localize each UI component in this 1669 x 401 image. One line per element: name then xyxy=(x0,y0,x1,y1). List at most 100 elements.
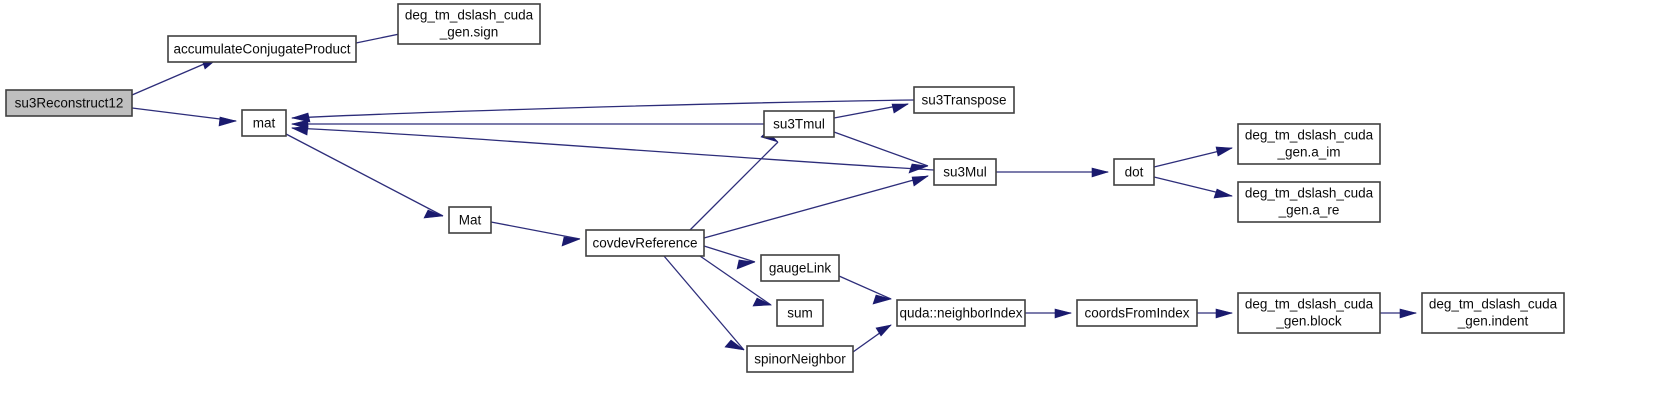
edge-quda_neighborIndex-to-coordsFromIndex xyxy=(1025,308,1073,319)
arrowhead-icon xyxy=(1091,167,1110,178)
nodes-layer: su3Reconstruct12 accumulateConjugateProdu… xyxy=(5,3,1565,373)
node-box[interactable] xyxy=(585,229,705,257)
edge-coordsFromIndex-to-deg_block xyxy=(1197,308,1234,319)
edge-line xyxy=(833,131,929,167)
edge-gaugeLink-to-quda_neighborIndex xyxy=(838,275,893,305)
node-quda_neighborIndex[interactable]: quda::neighborIndex xyxy=(896,299,1026,327)
node-su3Tmul[interactable]: su3Tmul xyxy=(763,110,835,138)
node-box[interactable] xyxy=(933,158,997,186)
edge-covdevReference-to-su3Mul xyxy=(703,175,930,239)
node-box[interactable] xyxy=(896,299,1026,327)
node-box[interactable] xyxy=(913,86,1015,114)
node-label: su3Mul xyxy=(943,165,987,180)
node-box[interactable] xyxy=(1113,158,1155,186)
node-spinorNeighbor[interactable]: spinorNeighbor xyxy=(746,345,854,373)
arrowhead-icon xyxy=(561,236,581,247)
node-label: deg_tm_dslash_cuda xyxy=(405,8,534,23)
arrowhead-icon xyxy=(1054,308,1073,319)
arrowhead-icon xyxy=(908,163,929,174)
node-box[interactable] xyxy=(763,110,835,138)
node-deg_block[interactable]: deg_tm_dslash_cuda_gen.block xyxy=(1237,292,1381,334)
node-label-line2: _gen.a_im xyxy=(1276,145,1340,160)
node-label: coordsFromIndex xyxy=(1084,306,1189,321)
edge-line xyxy=(291,99,915,119)
node-su3Reconstruct12[interactable]: su3Reconstruct12 xyxy=(5,89,133,117)
node-dot[interactable]: dot xyxy=(1113,158,1155,186)
node-box[interactable] xyxy=(746,345,854,373)
edge-deg_block-to-deg_indent xyxy=(1380,308,1418,319)
arrowhead-icon xyxy=(875,324,892,337)
node-box[interactable] xyxy=(241,109,287,137)
node-accumulateConjugateProduct[interactable]: accumulateConjugateProduct xyxy=(167,35,357,63)
edge-su3Reconstruct12-to-mat xyxy=(131,107,238,127)
node-box[interactable] xyxy=(5,89,133,117)
node-label: Mat xyxy=(459,213,482,228)
node-label: deg_tm_dslash_cuda xyxy=(1245,186,1374,201)
node-deg_sign[interactable]: deg_tm_dslash_cuda _gen.sign xyxy=(397,3,541,45)
node-label: covdevReference xyxy=(592,236,697,251)
edge-covdevReference-to-spinorNeighbor xyxy=(663,255,745,351)
edges-layer xyxy=(131,22,1418,353)
arrowhead-icon xyxy=(736,259,756,270)
arrowhead-icon xyxy=(290,112,311,123)
node-su3Transpose[interactable]: su3Transpose xyxy=(913,86,1015,114)
node-box[interactable] xyxy=(1421,292,1565,334)
node-box[interactable] xyxy=(1076,299,1198,327)
edge-line xyxy=(490,221,581,240)
node-su3Mul[interactable]: su3Mul xyxy=(933,158,997,186)
arrowhead-icon xyxy=(218,116,238,127)
node-deg_a_re[interactable]: deg_tm_dslash_cuda _gen.a_re xyxy=(1237,181,1381,223)
node-deg_indent[interactable]: deg_tm_dslash_cuda_gen.indent xyxy=(1421,292,1565,334)
node-label: spinorNeighbor xyxy=(754,352,846,367)
node-label-line2: _gen.sign xyxy=(439,25,499,40)
arrowhead-icon xyxy=(752,297,773,307)
edge-su3Tmul-to-su3Mul xyxy=(833,131,929,174)
edge-covdevReference-to-sum xyxy=(699,255,773,307)
node-box[interactable] xyxy=(448,206,492,234)
node-label: deg_tm_dslash_cuda xyxy=(1245,128,1374,143)
node-box[interactable] xyxy=(1237,181,1381,223)
node-deg_a_im[interactable]: deg_tm_dslash_cuda _gen.a_im xyxy=(1237,123,1381,165)
node-gaugeLink[interactable]: gaugeLink xyxy=(760,254,840,282)
edge-su3Tmul-to-mat xyxy=(290,119,764,130)
arrowhead-icon xyxy=(911,175,930,187)
node-label: su3Tmul xyxy=(773,117,825,132)
edge-Mat-to-covdevReference xyxy=(490,221,581,247)
edge-line xyxy=(131,107,237,122)
node-box[interactable] xyxy=(167,35,357,63)
edge-line xyxy=(703,245,756,263)
arrowhead-icon xyxy=(290,125,309,136)
edge-spinorNeighbor-to-quda_neighborIndex xyxy=(852,324,892,353)
edge-line xyxy=(699,255,772,306)
arrowhead-icon xyxy=(891,103,910,114)
node-box[interactable] xyxy=(760,254,840,282)
node-label: accumulateConjugateProduct xyxy=(173,42,350,57)
edge-su3Mul-to-dot xyxy=(996,167,1110,178)
arrowhead-icon xyxy=(724,339,745,351)
arrowhead-icon xyxy=(423,209,444,219)
node-label-line2: _gen.block xyxy=(1275,314,1342,329)
edge-line xyxy=(689,141,779,231)
node-box[interactable] xyxy=(776,299,824,327)
edge-covdevReference-to-gaugeLink xyxy=(703,245,756,270)
node-coordsFromIndex[interactable]: coordsFromIndex xyxy=(1076,299,1198,327)
node-covdevReference[interactable]: covdevReference xyxy=(585,229,705,257)
node-label: su3Reconstruct12 xyxy=(15,96,124,111)
node-Mat[interactable]: Mat xyxy=(448,206,492,234)
edge-line xyxy=(291,127,935,171)
arrowhead-icon xyxy=(1215,308,1234,319)
node-sum[interactable]: sum xyxy=(776,299,824,327)
node-box[interactable] xyxy=(397,3,541,45)
edge-mat-to-Mat xyxy=(285,133,444,219)
node-label: quda::neighborIndex xyxy=(899,306,1022,321)
node-label-line2: _gen.a_re xyxy=(1278,203,1340,218)
node-mat[interactable]: mat xyxy=(241,109,287,137)
node-box[interactable] xyxy=(1237,292,1381,334)
arrowhead-icon xyxy=(1399,308,1418,319)
node-box[interactable] xyxy=(1237,123,1381,165)
node-label: dot xyxy=(1125,165,1144,180)
edge-su3Tmul-to-su3Transpose xyxy=(833,103,910,119)
edge-line xyxy=(663,255,745,351)
